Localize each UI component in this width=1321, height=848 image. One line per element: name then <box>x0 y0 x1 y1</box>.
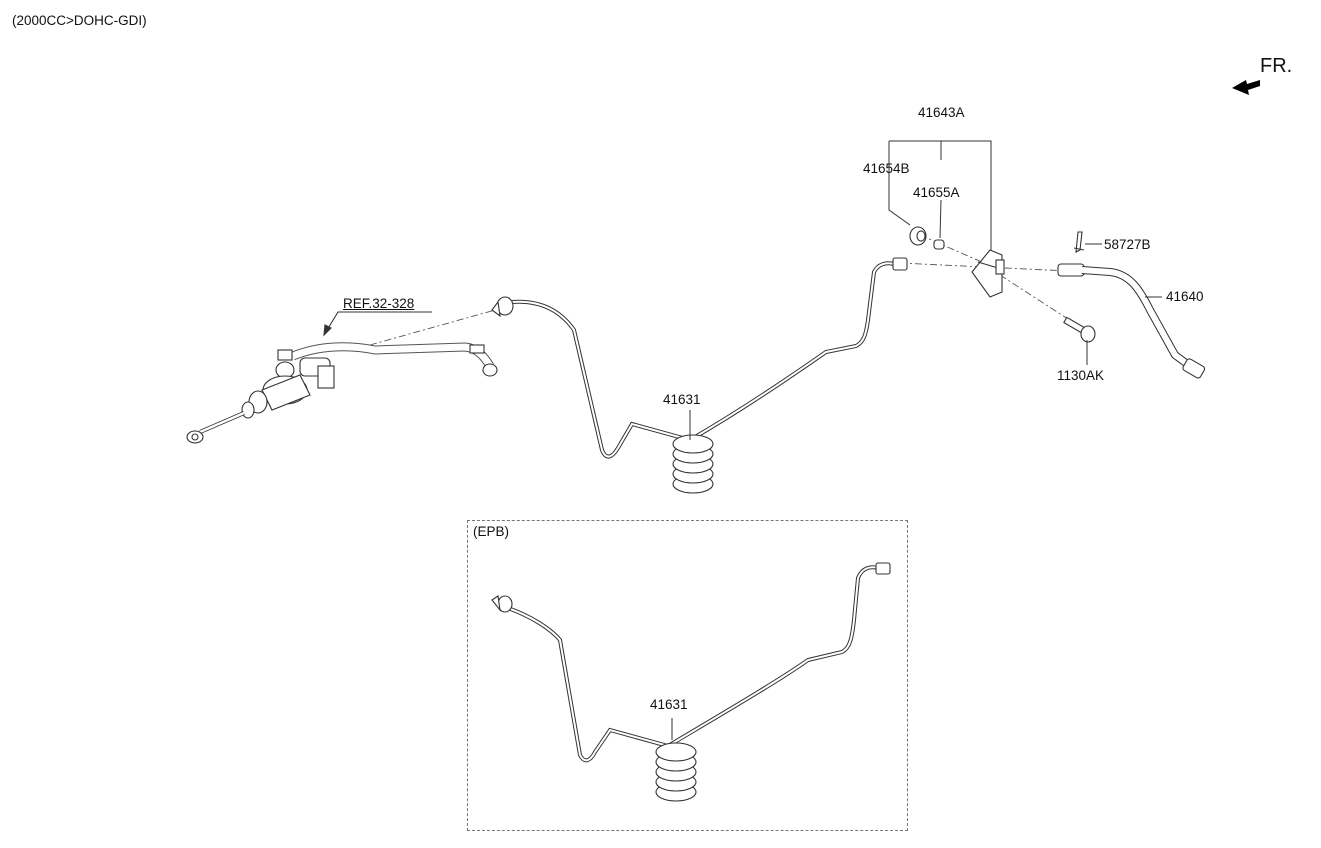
clip-58727B[interactable] <box>1073 231 1085 253</box>
ref-leader-line <box>323 311 432 336</box>
front-direction-label: FR. <box>1260 55 1293 77</box>
label-41655A[interactable]: 41655A <box>913 185 960 200</box>
label-58727B[interactable]: 58727B <box>1104 237 1151 252</box>
label-1130AK[interactable]: 1130AK <box>1057 368 1105 383</box>
epb-label-41631[interactable]: 41631 <box>650 697 688 712</box>
clutch-tube-main[interactable] <box>491 257 908 494</box>
label-41654B[interactable]: 41654B <box>863 161 910 176</box>
front-arrow-icon <box>1232 80 1260 95</box>
clutch-master-cylinder[interactable] <box>186 342 498 444</box>
epb-clutch-tube[interactable] <box>491 562 891 802</box>
epb-title: (EPB) <box>473 524 510 539</box>
label-41643A[interactable]: 41643A <box>918 105 965 120</box>
label-41640[interactable]: 41640 <box>1166 289 1204 304</box>
label-41631[interactable]: 41631 <box>663 392 701 407</box>
flexible-hose-41640[interactable] <box>1057 263 1206 379</box>
bolt-1130AK[interactable] <box>1063 316 1096 343</box>
epb-variant-box <box>467 520 908 831</box>
cap-41655A[interactable] <box>933 239 945 250</box>
boot-41654B[interactable] <box>909 226 927 246</box>
hose-bracket[interactable] <box>971 249 1005 298</box>
ref-label[interactable]: REF.32-328 <box>343 296 415 311</box>
engine-spec-label: (2000CC>DOHC-GDI) <box>12 13 147 28</box>
